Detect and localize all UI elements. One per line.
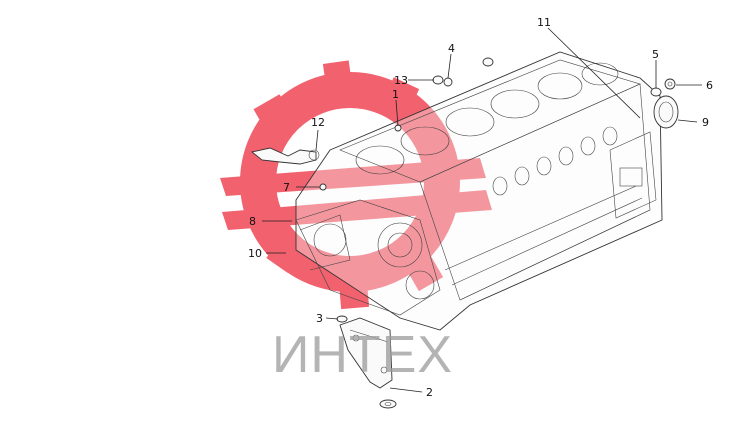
callout-9: 9 — [702, 116, 709, 129]
part-bolt-3 — [336, 315, 348, 323]
watermark-logo — [220, 60, 492, 310]
callout-1: 1 — [392, 88, 399, 101]
callout-12: 12 — [311, 116, 325, 129]
callout-13: 13 — [394, 74, 408, 87]
part-plug-top — [482, 57, 494, 67]
part-bracket-2 — [339, 317, 393, 389]
callout-4: 4 — [448, 42, 455, 55]
callout-8: 8 — [249, 215, 256, 228]
callout-3: 3 — [316, 312, 323, 325]
callout-2: 2 — [426, 386, 433, 399]
part-seal-9 — [653, 95, 679, 129]
callout-7: 7 — [283, 181, 290, 194]
callout-11: 11 — [537, 16, 551, 29]
part-plug-6 — [664, 78, 676, 90]
part-fitting-12 — [250, 147, 320, 165]
part-plug-4 — [443, 77, 453, 87]
part-plug-7 — [319, 183, 327, 191]
callout-5: 5 — [652, 48, 659, 61]
callout-10: 10 — [248, 247, 262, 260]
part-cap-5 — [650, 87, 662, 97]
callout-6: 6 — [706, 79, 713, 92]
part-nut-2 — [379, 399, 397, 409]
leader-lines — [262, 27, 702, 393]
engine-block — [295, 51, 663, 331]
part-plug-13 — [432, 75, 444, 85]
callouts: 1 2 3 4 5 6 7 8 9 10 11 12 13 — [248, 16, 713, 399]
watermark-text: ИНТЕХ — [272, 326, 453, 384]
